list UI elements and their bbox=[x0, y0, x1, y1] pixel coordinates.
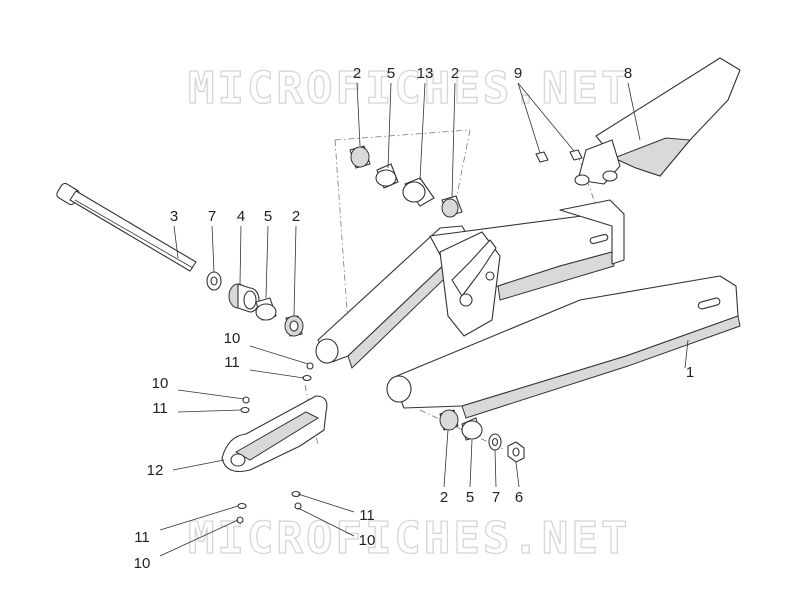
nut-part-6 bbox=[507, 441, 525, 463]
callout-label-13: 13 bbox=[417, 65, 434, 82]
bushing-part-5-upper bbox=[375, 163, 399, 189]
callout-label-3: 3 bbox=[170, 208, 178, 225]
watermark-top: MICROFICHES.NET bbox=[188, 63, 630, 114]
callout-label-4: 4 bbox=[237, 208, 245, 225]
spacer-part-13 bbox=[402, 177, 435, 207]
callout-label-2d: 2 bbox=[440, 489, 448, 506]
screws-part-9 bbox=[535, 149, 583, 163]
callout-label-10b: 10 bbox=[152, 375, 169, 392]
chain-guard-part-8 bbox=[574, 57, 741, 186]
callout-label-1: 1 bbox=[686, 364, 694, 381]
bushing-part-5-lower bbox=[461, 417, 483, 441]
callout-label-2a: 2 bbox=[353, 65, 361, 82]
chain-slider-part-12 bbox=[221, 395, 328, 473]
callout-label-5a: 5 bbox=[387, 65, 395, 82]
callout-label-11c: 11 bbox=[359, 507, 375, 524]
callout-leader-lines bbox=[159, 82, 689, 557]
washer-part-7-left bbox=[206, 271, 222, 291]
bearing-part-2-upper-left bbox=[349, 145, 371, 169]
callout-label-9: 9 bbox=[514, 65, 522, 82]
washer-part-7-lower bbox=[488, 433, 502, 451]
callout-label-5b: 5 bbox=[264, 208, 272, 225]
callout-label-10d: 10 bbox=[134, 555, 151, 572]
watermark-bottom: MICROFICHES.NET bbox=[188, 513, 630, 564]
bushing-part-5-left bbox=[255, 297, 277, 321]
callout-label-7b: 7 bbox=[492, 489, 500, 506]
bearing-part-2-upper-right bbox=[441, 195, 463, 218]
callout-label-10c: 10 bbox=[359, 532, 376, 549]
callout-label-12: 12 bbox=[147, 462, 164, 479]
callout-label-10a: 10 bbox=[224, 330, 241, 347]
slider-fasteners bbox=[236, 362, 314, 524]
callout-label-5c: 5 bbox=[466, 489, 474, 506]
callout-label-7a: 7 bbox=[208, 208, 216, 225]
callout-label-2c: 2 bbox=[292, 208, 300, 225]
bearing-part-2-left bbox=[284, 315, 304, 337]
callout-label-6: 6 bbox=[515, 489, 523, 506]
pivot-spindle-part-3 bbox=[56, 182, 197, 272]
callout-label-11d: 11 bbox=[134, 529, 150, 546]
callout-label-11b: 11 bbox=[152, 400, 168, 417]
callout-label-11a: 11 bbox=[224, 354, 240, 371]
callout-label-2b: 2 bbox=[451, 65, 459, 82]
swingarm-part-1 bbox=[315, 199, 741, 419]
bearing-part-2-lower bbox=[439, 409, 459, 431]
bearing-part-4 bbox=[228, 283, 260, 313]
callout-label-8: 8 bbox=[624, 65, 632, 82]
